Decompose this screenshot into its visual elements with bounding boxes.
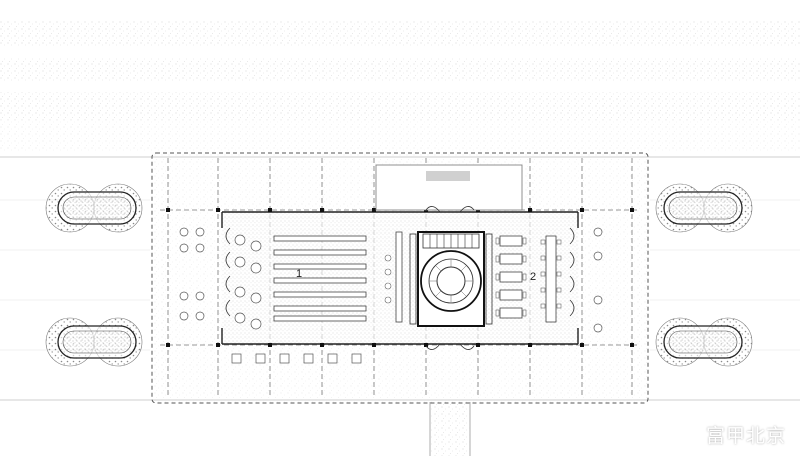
outdoor-seating-bottom: [231, 353, 362, 364]
planter-bottom-right: [655, 317, 753, 367]
planter-top-left: [45, 183, 143, 233]
spiral-stair-core: [409, 231, 493, 327]
zone-label-2: 2: [530, 271, 536, 283]
watermark-text: 富甲北京: [705, 425, 786, 447]
zone-2-chairs: [495, 237, 562, 317]
planter-bottom-left: [45, 317, 143, 367]
planter-top-right: [655, 183, 753, 233]
zone-1-long-tables: [273, 235, 367, 322]
zone-label-1: 1: [296, 268, 302, 280]
zone-1-display-shelf: [384, 231, 403, 323]
entrance-doors: [425, 206, 475, 350]
zone-2-tables: [499, 235, 557, 323]
access-path: [429, 402, 471, 456]
entry-canopy: [375, 164, 523, 211]
outdoor-seating-left: [179, 227, 205, 321]
outdoor-seating-right: [593, 227, 603, 333]
zone-1-cafe-seating: [234, 234, 262, 330]
